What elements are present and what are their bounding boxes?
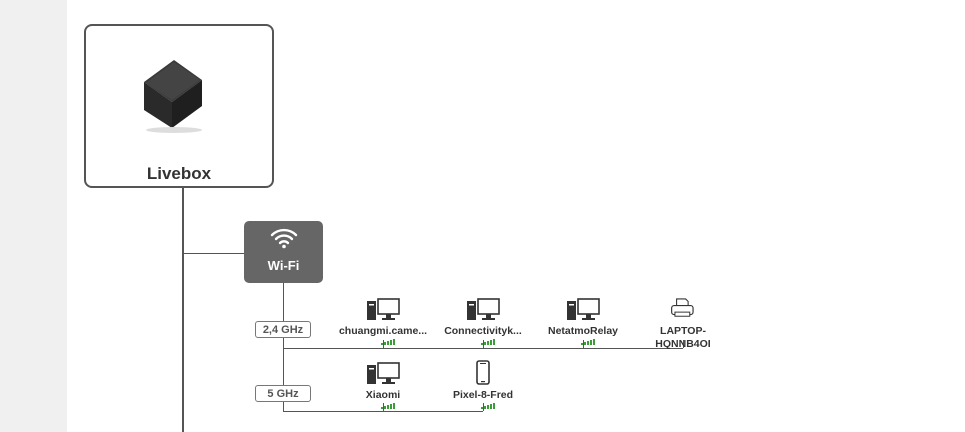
band-5-bus-line: [283, 411, 483, 412]
device-name: LAPTOP-HQNNB4OI: [655, 325, 711, 350]
device-name: Connectivityk...: [444, 325, 522, 337]
signal-strength-icon: [381, 339, 395, 345]
printer-icon: [671, 298, 694, 317]
wifi-branch-line: [182, 253, 244, 254]
desktop-computer-icon: [367, 362, 400, 384]
device-name: chuangmi.came...: [338, 325, 428, 337]
device-drop-line: [583, 340, 584, 348]
signal-strength-icon: [581, 339, 595, 345]
device-connectivityk[interactable]: Connectivityk...: [428, 298, 538, 348]
device-chuangmi[interactable]: chuangmi.came...: [328, 298, 438, 348]
device-pixel-8-fred[interactable]: Pixel-8-Fred: [428, 360, 538, 412]
signal-strength-icon: [481, 403, 495, 409]
device-drop-line: [683, 340, 684, 348]
device-drop-line: [383, 403, 384, 411]
device-xiaomi[interactable]: Xiaomi: [328, 362, 438, 412]
desktop-computer-icon: [367, 298, 400, 320]
device-name: NetatmoRelay: [547, 325, 619, 337]
device-name: Pixel-8-Fred: [452, 389, 514, 401]
band-label-24ghz: 2,4 GHz: [255, 321, 311, 338]
wifi-label: Wi-Fi: [267, 258, 300, 273]
signal-strength-icon: [481, 339, 495, 345]
left-gutter: [0, 0, 67, 432]
band-label-5ghz: 5 GHz: [255, 385, 311, 402]
desktop-computer-icon: [467, 298, 500, 320]
signal-strength-icon: [381, 403, 395, 409]
smartphone-icon: [476, 360, 490, 385]
band-24-bus-line: [283, 348, 683, 349]
device-drop-line: [383, 340, 384, 348]
livebox-card[interactable]: Livebox: [84, 24, 274, 188]
wifi-icon: [270, 228, 298, 249]
trunk-line: [182, 188, 184, 432]
router-box-icon: [144, 60, 202, 133]
wifi-node[interactable]: Wi-Fi: [244, 221, 323, 283]
livebox-label: Livebox: [146, 164, 212, 183]
device-laptop[interactable]: LAPTOP-HQNNB4OI: [628, 296, 738, 352]
device-netatmorelay[interactable]: NetatmoRelay: [528, 298, 638, 348]
wifi-down-line: [283, 283, 284, 412]
device-drop-line: [483, 403, 484, 411]
desktop-computer-icon: [567, 298, 600, 320]
device-drop-line: [483, 340, 484, 348]
device-name: Xiaomi: [365, 389, 401, 401]
